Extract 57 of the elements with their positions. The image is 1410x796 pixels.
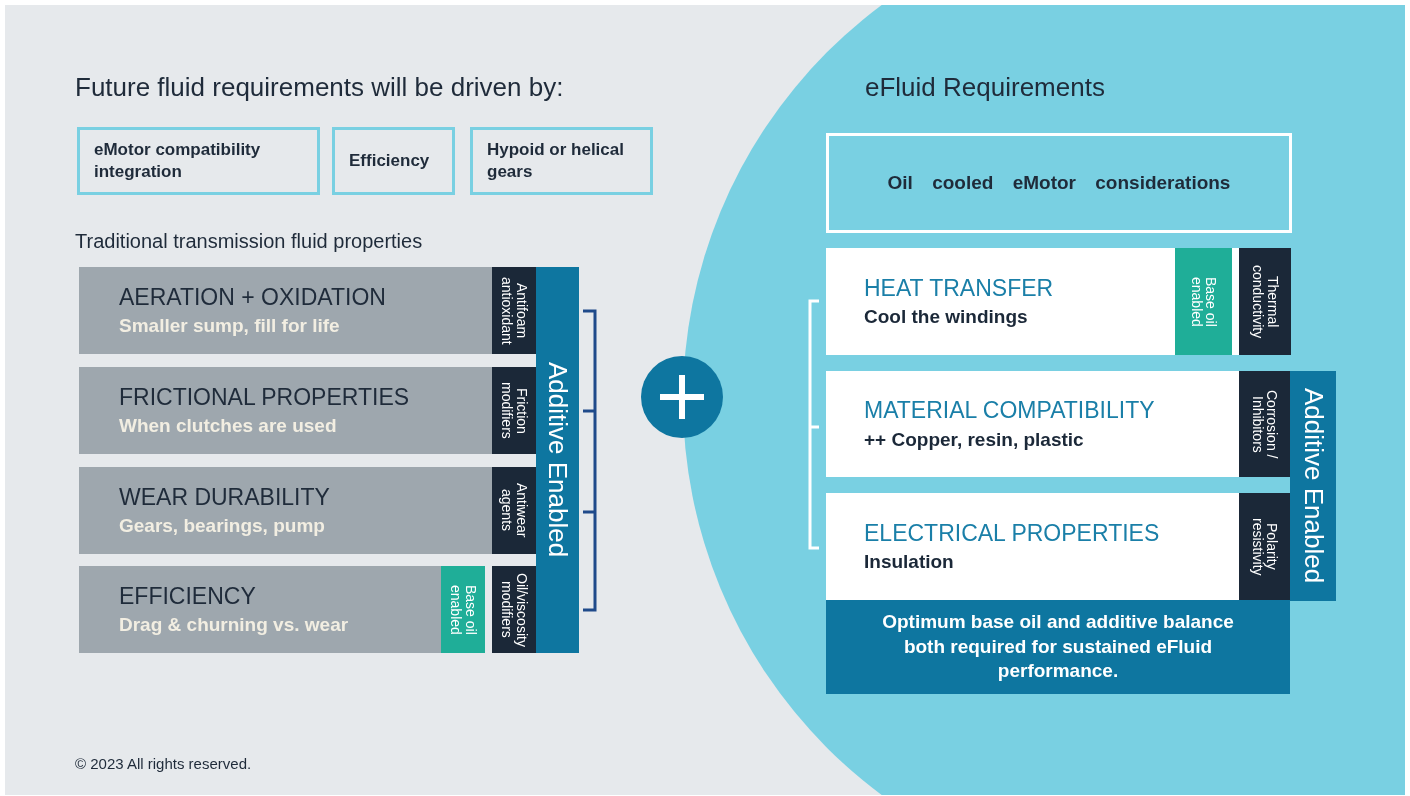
tab-label: Corrosion / Inhibitors — [1249, 388, 1280, 461]
driver-box — [77, 127, 320, 195]
consideration-box — [826, 133, 1292, 233]
driver-box — [332, 127, 455, 195]
row-subtitle: Insulation — [864, 551, 954, 574]
row-subtitle: When clutches are used — [119, 415, 337, 438]
additive-bar — [536, 267, 579, 653]
section-heading: Traditional transmission fluid properties — [75, 230, 423, 253]
additive-tab — [492, 566, 536, 653]
tab-label: Base oil enabled — [448, 583, 478, 637]
property-row — [79, 267, 492, 354]
additive-tab — [1239, 371, 1290, 477]
section-heading: eFluid Requirements — [865, 72, 1105, 103]
box-label: eMotor compatibility integration — [94, 138, 262, 183]
row-heading: FRICTIONAL PROPERTIES — [119, 383, 410, 412]
tab-label: Antiwear agents — [499, 482, 529, 540]
row-subtitle: Drag & churning vs. wear — [119, 614, 349, 637]
section-heading: Future fluid requirements will be driven by: — [75, 72, 564, 103]
tab-label: Additive Enabled — [543, 362, 572, 558]
tab-label: Friction modifiers — [499, 381, 529, 441]
box-label: Efficiency — [349, 149, 430, 172]
row-heading: AERATION + OXIDATION — [119, 283, 386, 312]
property-row — [79, 467, 492, 554]
row-heading: HEAT TRANSFER — [864, 274, 1054, 303]
copyright-note: © 2023 All rights reserved. — [75, 755, 252, 772]
tab-label: Base oil enabled — [1188, 275, 1219, 329]
row-heading: EFFICIENCY — [119, 582, 256, 611]
row-subtitle: Cool the windings — [864, 306, 1028, 329]
additive-bar — [1290, 371, 1336, 601]
tab-label: Oil/viscosity modifiers — [499, 571, 529, 649]
property-row — [79, 566, 485, 653]
driver-box — [470, 127, 653, 195]
additive-tab — [1239, 493, 1290, 600]
requirement-row — [826, 371, 1239, 477]
additive-tab — [492, 367, 536, 454]
box-label: Optimum base oil and additive balance both required for sustained eFluid performance. — [881, 609, 1235, 684]
summary-box — [826, 600, 1290, 694]
additive-tab — [492, 467, 536, 554]
tab-label: Antifoam antioxidant — [499, 275, 529, 347]
row-subtitle: Gears, bearings, pump — [119, 515, 325, 538]
row-subtitle: Smaller sump, fill for life — [119, 315, 340, 338]
additive-tab — [492, 267, 536, 354]
row-heading: WEAR DURABILITY — [119, 483, 330, 512]
base-oil-tab — [1175, 248, 1232, 355]
requirement-row — [826, 248, 1239, 355]
row-heading: MATERIAL COMPATIBILITY — [864, 397, 1155, 425]
tab-label: Additive Enabled — [1299, 388, 1327, 584]
row-subtitle: ++ Copper, resin, plastic — [864, 428, 1084, 451]
box-label: Oil cooled eMotor considerations — [887, 170, 1231, 195]
requirement-row — [826, 493, 1239, 600]
additive-tab — [1239, 248, 1291, 355]
row-heading: ELECTRICAL PROPERTIES — [864, 519, 1160, 548]
tab-label: Polarity resistivity — [1249, 516, 1280, 578]
base-oil-tab — [441, 566, 485, 653]
box-label: Hypoid or helical gears — [487, 138, 625, 183]
property-row — [79, 367, 492, 454]
tab-label: Thermal conductivity — [1250, 263, 1280, 341]
